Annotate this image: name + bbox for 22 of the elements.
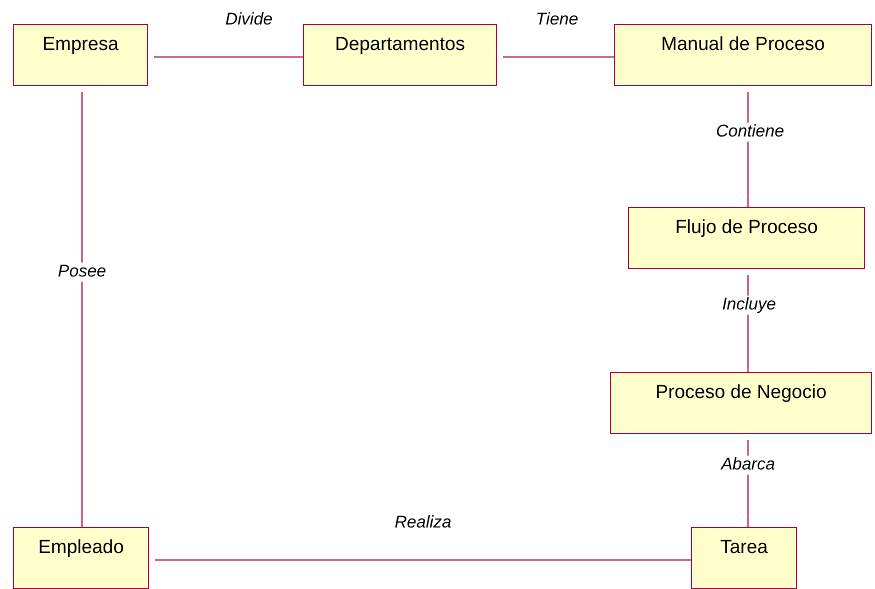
entity-name: Empleado: [38, 537, 124, 558]
edge-label: Abarca: [720, 456, 776, 474]
connector-line: [155, 559, 691, 561]
entity-name: Empresa: [42, 34, 119, 55]
connector-line: [154, 56, 303, 58]
entity-box: [610, 372, 872, 434]
entity-box: [13, 24, 148, 86]
entity-name: Tarea: [720, 537, 768, 558]
edge-label: Contiene: [714, 122, 786, 142]
connector-line: [503, 56, 614, 58]
connector-line: [81, 92, 83, 527]
entity-name: Departamentos: [335, 34, 465, 55]
entity-box: [691, 527, 797, 589]
entity-name: Proceso de Negocio: [655, 382, 827, 403]
entity-name: Manual de Proceso: [661, 34, 825, 55]
entity-box: [614, 24, 872, 86]
entity-box: [628, 207, 865, 269]
edge-label: Incluye: [721, 296, 777, 314]
edge-label: Posee: [56, 262, 108, 282]
entity-box: [303, 24, 497, 86]
entity-name: Flujo de Proceso: [675, 217, 818, 238]
entity-box: [13, 527, 149, 589]
